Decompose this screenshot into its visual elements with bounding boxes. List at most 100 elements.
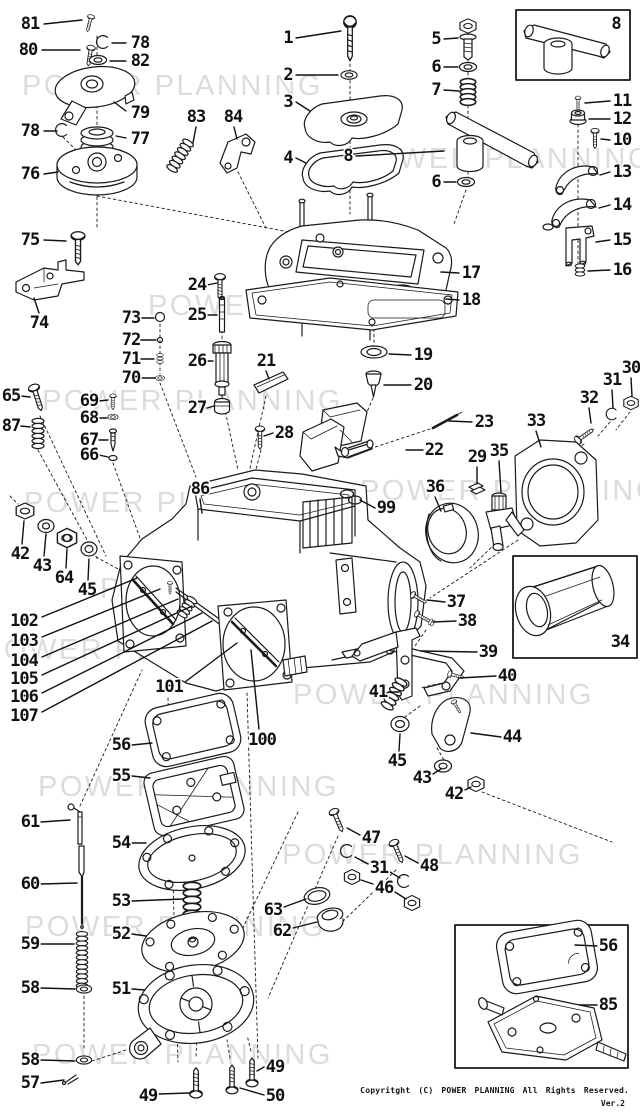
- leader-line-38: [432, 620, 457, 623]
- part-label-66: 66: [80, 445, 99, 465]
- leader-line-46: [394, 891, 407, 900]
- leader-line-4: [295, 157, 307, 164]
- leader-line-1: [295, 30, 342, 39]
- part-label-42: 42: [11, 544, 29, 564]
- part-70-ring: [154, 375, 166, 381]
- shaft-nut-cluster-left: [15, 502, 98, 557]
- part-46-nut-2: [403, 894, 421, 912]
- part-label-58: 58: [21, 1050, 40, 1070]
- part-label-65: 65: [2, 386, 21, 406]
- leader-line-28: [263, 432, 274, 437]
- part-label-87: 87: [2, 416, 20, 436]
- part-59-spring: [75, 930, 89, 989]
- leader-line-45: [398, 733, 401, 752]
- part-99-oring: [339, 489, 355, 499]
- part-label-67: 67: [80, 430, 98, 450]
- part-67-needle-screw: [108, 428, 118, 452]
- leader-line-3: [295, 101, 311, 112]
- leader-line-58: [40, 1059, 76, 1062]
- part-35-valve-fitting: [485, 492, 525, 552]
- part-label-1: 1: [283, 28, 293, 48]
- part-28-screw: [254, 425, 266, 450]
- leader-line-35: [498, 460, 502, 493]
- leader-line-36: [434, 496, 442, 512]
- part-label-58: 58: [21, 978, 40, 998]
- part-99-oring-2: [347, 495, 363, 505]
- part-63-seal-ring: [303, 887, 331, 905]
- part-label-61: 61: [21, 812, 40, 832]
- part-label-77: 77: [131, 129, 149, 149]
- part-label-78: 78: [131, 33, 150, 53]
- part-51-pump-cover: [128, 963, 255, 1060]
- mixture-screw-cluster: [26, 382, 119, 462]
- part-69-screw: [109, 393, 117, 411]
- part-label-76: 76: [21, 164, 40, 184]
- part-label-36: 36: [426, 477, 445, 497]
- part-label-70: 70: [122, 368, 141, 388]
- part-label-60: 60: [21, 874, 40, 894]
- part-61-hook-pin: [67, 803, 83, 845]
- leader-line-11: [584, 100, 611, 104]
- leader-line-56: [131, 742, 153, 746]
- part-31-eclip: [605, 407, 617, 421]
- part-label-46: 46: [375, 878, 394, 898]
- linkage-bracket-cluster: [351, 590, 485, 793]
- leader-line-87: [20, 425, 31, 428]
- leader-line-63: [283, 898, 307, 908]
- part-label-100: 100: [248, 730, 276, 750]
- fuel-pipe-stack: [445, 18, 539, 188]
- part-label-6: 6: [431, 172, 441, 192]
- leader-line-39: [420, 650, 478, 653]
- part-label-33: 33: [527, 411, 546, 431]
- leader-line-16: [587, 269, 611, 272]
- part-label-12: 12: [613, 109, 631, 129]
- part-6-washer-2: [456, 176, 476, 188]
- idle-plug: [282, 655, 308, 677]
- part-13-choke-arm: [555, 165, 599, 196]
- top-cover-stack: [301, 15, 404, 196]
- inset-box-8: [515, 9, 631, 81]
- body-barrel: [329, 552, 419, 661]
- part-label-25: 25: [188, 305, 207, 325]
- leader-line-76: [43, 171, 59, 175]
- part-label-54: 54: [112, 833, 131, 853]
- leader-line-33: [535, 430, 542, 448]
- part-27-jet: [213, 397, 231, 415]
- part-label-85: 85: [599, 995, 618, 1015]
- leader-line-27: [206, 405, 215, 409]
- part-label-55: 55: [112, 766, 131, 786]
- part-label-83: 83: [187, 107, 206, 127]
- part-label-16: 16: [613, 260, 632, 280]
- shaft-hardware-cluster: [303, 806, 421, 932]
- part-8-tee-pipe: [445, 111, 539, 173]
- leader-line-5: [443, 37, 459, 40]
- part-label-48: 48: [420, 856, 439, 876]
- leader-line-107: [41, 620, 213, 713]
- part-label-56: 56: [112, 735, 131, 755]
- part-label-18: 18: [462, 290, 481, 310]
- leader-line-50: [239, 1087, 265, 1096]
- part-20-needle-valve: [365, 370, 382, 398]
- leader-line-57: [40, 1079, 65, 1084]
- part-83-spring: [165, 137, 196, 175]
- leader-line-10: [600, 138, 611, 141]
- part-label-52: 52: [112, 924, 130, 944]
- part-label-106: 106: [10, 687, 38, 707]
- part-62-plug: [316, 907, 344, 932]
- part-36-diaphragm-cap: [425, 502, 479, 564]
- part-label-17: 17: [462, 263, 480, 283]
- leader-line-30: [630, 377, 633, 397]
- part-label-34: 34: [611, 632, 630, 652]
- accelerator-pump-stack: [128, 692, 259, 1099]
- part-42-nut-2: [467, 775, 485, 793]
- part-78-eclip-2: [54, 122, 68, 137]
- part-label-47: 47: [362, 828, 380, 848]
- leader-line-55: [131, 775, 151, 779]
- part-label-15: 15: [613, 230, 632, 250]
- part-43-washer: [37, 518, 55, 534]
- leader-line-31: [611, 389, 614, 409]
- copyright-text: Copyritght (C) POWER PLANNING All Rights…: [360, 1086, 629, 1095]
- part-label-43: 43: [33, 556, 52, 576]
- leader-line-77: [115, 135, 127, 139]
